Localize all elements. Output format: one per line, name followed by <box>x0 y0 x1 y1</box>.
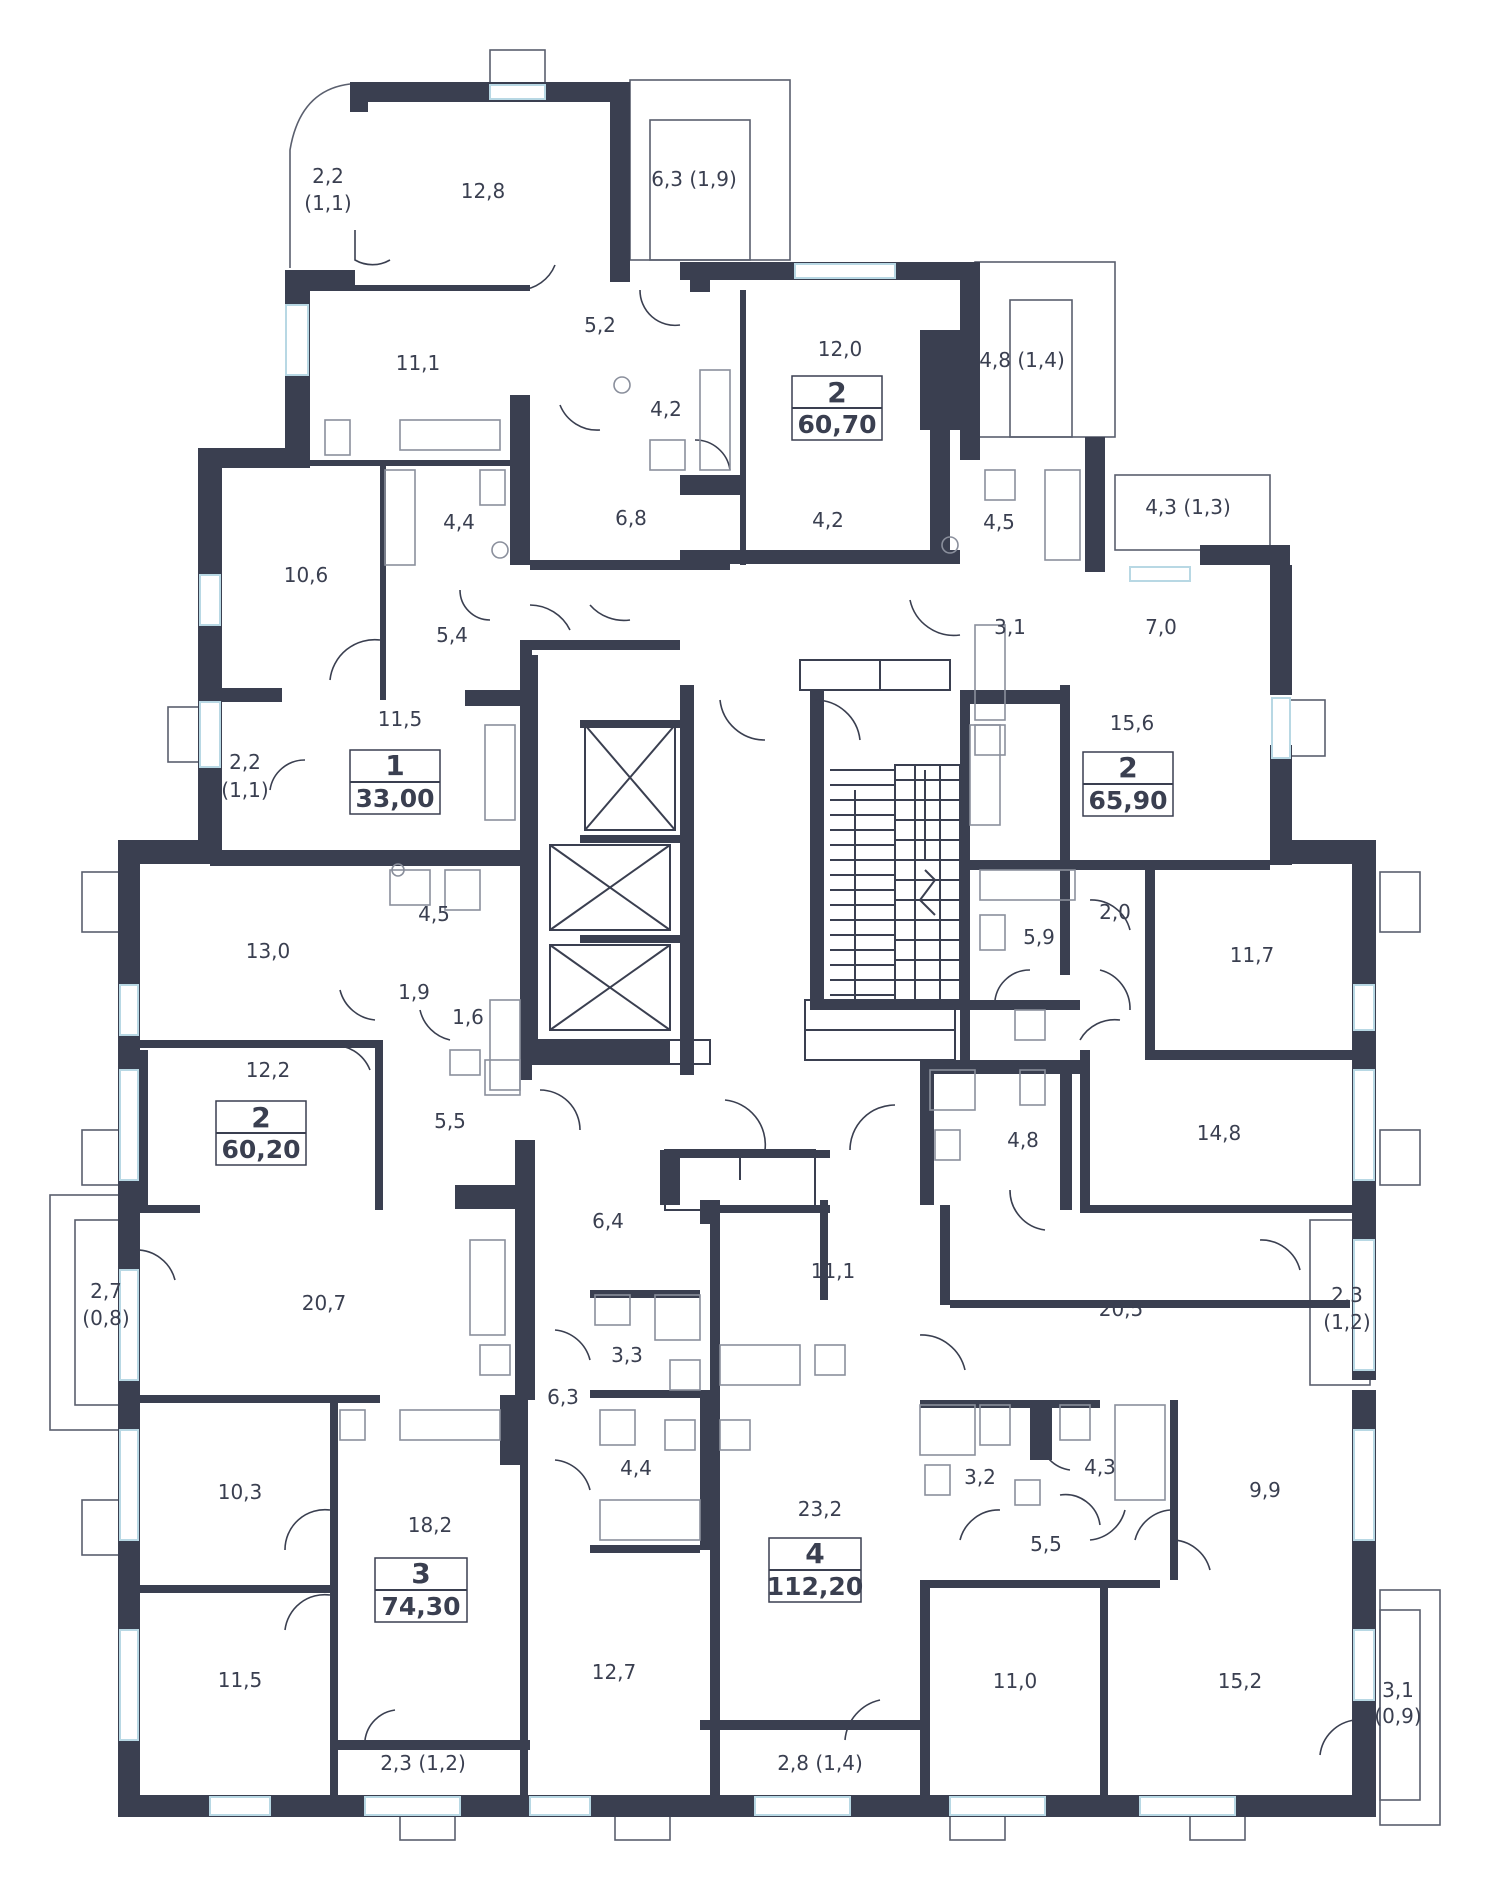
room-area: 3,3 <box>611 1343 643 1367</box>
room-area: 4,4 <box>620 1456 652 1480</box>
room-area: 10,6 <box>284 563 329 587</box>
room-area: 20,7 <box>302 1291 347 1315</box>
room-area: (1,2) <box>1323 1310 1370 1334</box>
room-area: 20,5 <box>1099 1297 1144 1321</box>
room-area: 6,3 <box>547 1385 579 1409</box>
room-area: 5,5 <box>1030 1532 1062 1556</box>
room-area: 4,8 <box>1007 1128 1039 1152</box>
room-area: 18,2 <box>408 1513 453 1537</box>
unit-badge: 4 112,20 <box>767 1537 863 1603</box>
room-area: 2,7 <box>90 1279 122 1303</box>
room-area: 12,2 <box>246 1058 291 1082</box>
room-area: 12,7 <box>592 1660 637 1684</box>
door-swings <box>134 230 1356 1756</box>
room-area: 11,7 <box>1230 943 1275 967</box>
building-core <box>529 659 961 1211</box>
room-area: 2,3 <box>1331 1283 1363 1307</box>
room-area: 5,5 <box>434 1109 466 1133</box>
room-area: 4,2 <box>812 508 844 532</box>
room-area: 2,2 <box>312 164 344 188</box>
room-area: 1,6 <box>452 1005 484 1029</box>
room-area: 3,2 <box>964 1465 996 1489</box>
room-area: 4,5 <box>983 510 1015 534</box>
room-area: 2,3 (1,2) <box>380 1751 466 1775</box>
unit-rooms: 4 <box>805 1537 824 1570</box>
room-area: 4,4 <box>443 510 475 534</box>
unit-area: 112,20 <box>767 1572 863 1601</box>
unit-area: 74,30 <box>381 1592 460 1621</box>
room-area: 2,0 <box>1099 900 1131 924</box>
room-area: (1,1) <box>304 191 351 215</box>
room-area: 10,3 <box>218 1480 263 1504</box>
interior-walls <box>140 285 1355 1805</box>
room-area: 5,9 <box>1023 925 1055 949</box>
unit-rooms: 2 <box>1118 751 1137 784</box>
unit-area: 60,20 <box>221 1135 300 1164</box>
room-area: 4,5 <box>418 902 450 926</box>
room-area: 3,1 <box>994 615 1026 639</box>
room-area: 1,9 <box>398 980 430 1004</box>
room-area: 13,0 <box>246 939 291 963</box>
room-area: (0,9) <box>1374 1704 1421 1728</box>
room-area: 2,8 (1,4) <box>777 1751 863 1775</box>
room-area: 6,8 <box>615 506 647 530</box>
room-area: 12,8 <box>461 179 506 203</box>
unit-rooms: 2 <box>827 376 846 409</box>
unit-rooms: 2 <box>251 1101 270 1134</box>
room-area: 14,8 <box>1197 1121 1242 1145</box>
room-area: 5,2 <box>584 313 616 337</box>
room-area: 15,6 <box>1110 711 1155 735</box>
room-area: 3,1 <box>1382 1678 1414 1702</box>
unit-rooms: 3 <box>411 1557 430 1590</box>
room-area: 4,8 (1,4) <box>979 348 1065 372</box>
unit-badge: 2 60,20 <box>215 1100 307 1166</box>
room-labels: 2,2 (1,1) 12,8 6,3 (1,9) 5,2 12,0 4,8 (1… <box>82 164 1421 1775</box>
unit-area: 33,00 <box>355 784 434 813</box>
room-area: 5,4 <box>436 623 468 647</box>
room-area: 6,4 <box>592 1209 624 1233</box>
room-area: 6,3 (1,9) <box>651 167 737 191</box>
room-area: 23,2 <box>798 1497 843 1521</box>
room-area: 4,3 <box>1084 1455 1116 1479</box>
room-area: (0,8) <box>82 1306 129 1330</box>
room-area: 12,0 <box>818 337 863 361</box>
room-area: 15,2 <box>1218 1669 1263 1693</box>
room-area: 11,5 <box>218 1668 263 1692</box>
unit-rooms: 1 <box>385 749 404 782</box>
room-area: 4,3 (1,3) <box>1145 495 1231 519</box>
unit-badge: 2 60,70 <box>791 375 883 441</box>
unit-badge: 3 74,30 <box>374 1557 468 1623</box>
room-area: 11,1 <box>396 351 441 375</box>
unit-badges: 2 60,70 1 33,00 2 65,90 2 60,20 3 74,30 <box>215 375 1174 1623</box>
unit-badge: 2 65,90 <box>1082 751 1174 817</box>
unit-area: 65,90 <box>1088 786 1167 815</box>
unit-area: 60,70 <box>797 410 876 439</box>
room-area: 7,0 <box>1145 615 1177 639</box>
room-area: 4,2 <box>650 397 682 421</box>
room-area: 9,9 <box>1249 1478 1281 1502</box>
room-area: 11,1 <box>811 1259 856 1283</box>
windows <box>119 84 1375 1816</box>
fixtures <box>324 369 1166 1541</box>
room-area: (1,1) <box>221 778 268 802</box>
room-area: 11,0 <box>993 1669 1038 1693</box>
unit-badge: 1 33,00 <box>349 749 441 815</box>
room-area: 11,5 <box>378 707 423 731</box>
room-area: 2,2 <box>229 750 261 774</box>
